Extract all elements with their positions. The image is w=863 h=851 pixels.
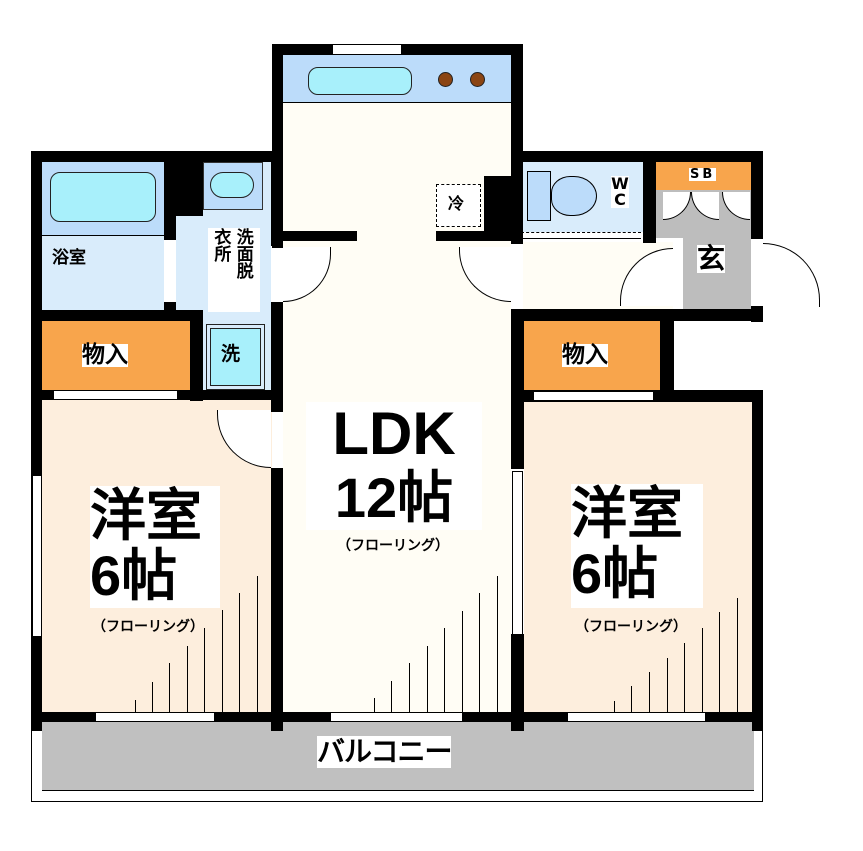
closet-right-doors[interactable] bbox=[533, 391, 654, 401]
fridge-label: 冷 bbox=[448, 194, 465, 213]
front-door[interactable] bbox=[763, 243, 820, 307]
wall bbox=[164, 216, 176, 240]
bathtub-icon bbox=[50, 172, 156, 222]
wall bbox=[643, 151, 656, 243]
floor-line bbox=[631, 686, 632, 712]
floor-line bbox=[462, 611, 463, 712]
western-right-size: 6帖 bbox=[571, 542, 659, 605]
toilet-bowl-icon bbox=[551, 176, 597, 216]
floor-line bbox=[649, 672, 650, 712]
closet-right-label: 物入 bbox=[562, 342, 608, 368]
floor-line bbox=[204, 628, 205, 712]
western-right-flooring: （フローリング） bbox=[575, 619, 687, 635]
wall bbox=[271, 151, 283, 246]
window-kitchen bbox=[332, 44, 402, 55]
toilet-tank-icon bbox=[527, 171, 551, 221]
sliding-window-left[interactable] bbox=[95, 712, 215, 722]
wall bbox=[511, 309, 524, 469]
floor-line bbox=[684, 643, 685, 712]
wall bbox=[271, 468, 283, 731]
western-right-name: 洋室 bbox=[571, 482, 683, 545]
floor-line bbox=[187, 646, 188, 712]
wall bbox=[436, 231, 523, 241]
window-left-room bbox=[32, 475, 42, 637]
ldk-room bbox=[283, 55, 511, 712]
wall bbox=[164, 302, 176, 312]
bathroom-label: 浴室 bbox=[52, 248, 86, 268]
wall bbox=[31, 151, 42, 731]
wall bbox=[31, 310, 203, 321]
wall bbox=[283, 231, 357, 241]
wall bbox=[511, 634, 524, 731]
floor-line bbox=[257, 576, 258, 712]
wall bbox=[484, 176, 523, 241]
wall bbox=[511, 309, 763, 321]
washbasin-icon bbox=[210, 172, 254, 198]
stove-burner-icon bbox=[470, 72, 485, 87]
washer-space bbox=[206, 324, 265, 390]
western-left-title: 洋室 6帖 bbox=[90, 486, 220, 608]
floor-line bbox=[497, 576, 498, 712]
wall bbox=[190, 321, 203, 401]
wall bbox=[271, 302, 283, 412]
wall bbox=[31, 151, 283, 162]
stove-burner-icon bbox=[438, 72, 453, 87]
wall bbox=[511, 151, 763, 162]
balcony-label: バルコニー bbox=[317, 735, 452, 768]
ldk-title: LDK 12帖 bbox=[306, 402, 482, 530]
window-right-room bbox=[512, 471, 523, 635]
sliding-window-right[interactable] bbox=[567, 712, 706, 722]
wall bbox=[272, 44, 283, 248]
wall bbox=[164, 151, 203, 216]
entrance-label: 玄 bbox=[697, 242, 726, 275]
floor-line bbox=[614, 701, 615, 712]
western-left-flooring: （フローリング） bbox=[92, 619, 204, 635]
toilet-door-track bbox=[521, 232, 641, 239]
wall bbox=[660, 309, 674, 402]
closet-left-label: 物入 bbox=[82, 342, 128, 368]
washroom-label-col2: 洗面脱 bbox=[232, 228, 253, 279]
closet-left-doors[interactable] bbox=[53, 390, 178, 400]
wall bbox=[751, 151, 763, 239]
floor-line bbox=[374, 698, 375, 712]
sink-icon bbox=[308, 67, 412, 95]
fridge-space bbox=[436, 184, 481, 227]
floor-line bbox=[427, 646, 428, 712]
washroom-label-col1: 衣所 bbox=[210, 228, 231, 262]
ldk-flooring: （フローリング） bbox=[337, 538, 449, 554]
floor-line bbox=[702, 628, 703, 712]
floor-line bbox=[135, 700, 136, 712]
floor-line bbox=[667, 658, 668, 712]
floor-line bbox=[719, 612, 720, 712]
washer-label: 洗 bbox=[221, 343, 241, 365]
western-right-title: 洋室 6帖 bbox=[571, 484, 703, 608]
floor-line bbox=[152, 682, 153, 712]
wall bbox=[752, 390, 763, 731]
floor-line bbox=[222, 610, 223, 712]
floor-line bbox=[391, 681, 392, 712]
western-left-size: 6帖 bbox=[90, 544, 178, 607]
sliding-window-ldk[interactable] bbox=[330, 712, 463, 722]
toilet-label-w: W bbox=[611, 174, 629, 193]
floor-line bbox=[479, 593, 480, 712]
floor-line bbox=[444, 628, 445, 712]
shoe-box-label: SB bbox=[689, 167, 717, 182]
toilet-label: W C bbox=[611, 176, 629, 208]
washroom-label: 衣所 洗面脱 bbox=[208, 228, 260, 312]
floor-line bbox=[239, 593, 240, 712]
ldk-size: 12帖 bbox=[334, 466, 454, 529]
ldk-name: LDK bbox=[332, 400, 456, 467]
floor-line bbox=[737, 598, 738, 712]
western-left-name: 洋室 bbox=[90, 484, 202, 547]
floor-line bbox=[409, 663, 410, 712]
toilet-label-c: C bbox=[614, 190, 626, 209]
floor-line bbox=[169, 663, 170, 712]
